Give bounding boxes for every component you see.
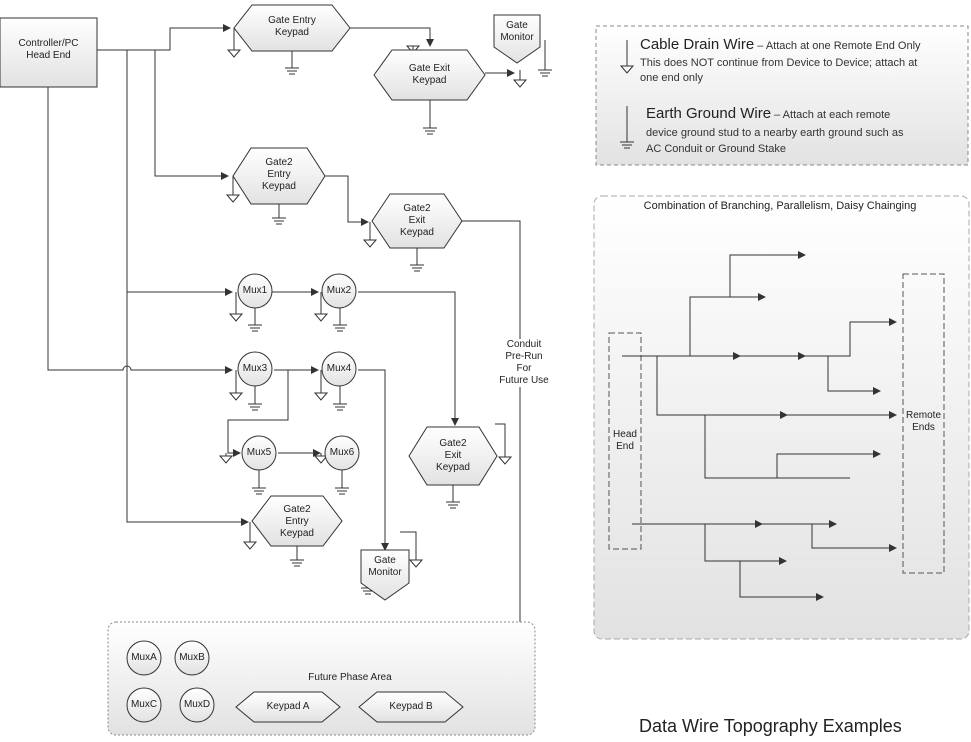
wire-gate-entry-to-exit — [350, 27, 434, 47]
earth-ground-icon — [335, 469, 349, 495]
drain-ground-icon — [495, 423, 513, 465]
keypad-b-shape — [358, 691, 464, 723]
mux3-shape — [237, 351, 273, 387]
gate-exit-keypad-label: Gate Exit Keypad — [408, 63, 451, 86]
muxc-label: MuxC — [130, 699, 158, 710]
drain-ground-icon — [228, 370, 244, 401]
page-title: Data Wire Topography Examples — [639, 716, 902, 736]
gate2-entry-keypad-bottom-label: Gate2 Entry Keypad — [280, 504, 314, 539]
wire-head-branch-gate2 — [154, 50, 229, 180]
combo-title: Combination of Branching, Parallelism, D… — [643, 200, 917, 212]
legend-earth-inline: – Attach at each remote — [771, 109, 891, 121]
legend-drain-line: Cable Drain Wire – Attach at one Remote … — [640, 36, 970, 54]
muxa-shape — [126, 640, 162, 676]
legend-earth-line: Earth Ground Wire – Attach at each remot… — [646, 105, 966, 123]
wire-head-to-mux3 — [47, 87, 233, 374]
gate2-exit-keypad-top-shape — [371, 193, 463, 249]
gate-monitor-top-label: Gate Monitor — [500, 20, 534, 43]
gate2-entry-keypad-bottom-shape — [251, 495, 343, 547]
earth-ground-icon — [446, 485, 460, 509]
gate-monitor-bottom-label: Gate Monitor — [368, 555, 402, 578]
wire-head-to-gate-entry — [97, 24, 231, 51]
earth-ground-icon — [285, 40, 299, 75]
legend-drain-icon — [619, 40, 635, 74]
gate2-exit-keypad-mid-label: Gate2 Exit Keypad — [436, 438, 470, 473]
earth-ground-icon — [410, 240, 424, 272]
wire-mux2-to-gate2-exit — [358, 291, 459, 426]
wire-head-branch-gate2-entry-bottom — [126, 292, 249, 526]
gate-monitor-top-shape — [493, 14, 541, 64]
muxc-shape — [126, 687, 162, 723]
combo-remote-ends-label: Remote Ends — [905, 410, 941, 433]
legend-box — [595, 25, 969, 166]
mux1-shape — [237, 273, 273, 309]
muxd-label: MuxD — [183, 699, 211, 710]
combo-wires — [622, 251, 897, 601]
drain-ground-icon — [226, 28, 242, 58]
keypad-b-label: Keypad B — [389, 701, 433, 712]
head-end-label: Controller/PC Head End — [18, 38, 79, 61]
combo-remote-ends-box — [902, 273, 945, 574]
drain-ground-icon — [242, 522, 258, 550]
keypad-a-shape — [235, 691, 341, 723]
earth-ground-icon — [333, 385, 347, 411]
legend-drain-title: Cable Drain Wire — [640, 36, 755, 53]
drain-ground-icon — [400, 531, 424, 568]
gate-exit-keypad-shape — [373, 49, 486, 101]
gate-monitor-bottom-shape — [360, 549, 410, 601]
muxa-label: MuxA — [131, 652, 157, 663]
drain-ground-icon — [313, 370, 329, 401]
head-end-box — [0, 17, 98, 88]
wire-gate2-entry-to-exit — [325, 175, 369, 226]
drain-ground-icon — [313, 453, 329, 464]
mux5-shape — [241, 435, 277, 471]
wire-head-branch-mux1 — [126, 50, 233, 296]
gate-entry-keypad-label: Gate Entry Keypad — [268, 15, 316, 38]
mux2-label: Mux2 — [326, 285, 352, 296]
mux4-label: Mux4 — [326, 363, 352, 374]
mux6-shape — [324, 435, 360, 471]
drain-ground-icon — [362, 222, 378, 248]
drain-ground-icon — [218, 453, 234, 464]
earth-ground-icon — [248, 385, 262, 411]
combo-head-end-box — [608, 332, 642, 550]
legend-earth-icon — [620, 106, 634, 149]
mux1-label: Mux1 — [242, 285, 268, 296]
mux5-label: Mux5 — [246, 447, 272, 458]
gate2-exit-keypad-mid-shape — [408, 426, 498, 486]
drain-ground-icon — [225, 176, 241, 203]
future-phase-title: Future Phase Area — [308, 672, 392, 683]
earth-ground-icon — [248, 307, 262, 332]
muxb-label: MuxB — [179, 652, 205, 663]
muxb-shape — [174, 640, 210, 676]
keypad-a-label: Keypad A — [266, 701, 310, 712]
earth-ground-icon — [538, 40, 552, 77]
wire-mux4-to-monitor — [358, 369, 389, 551]
legend-earth-desc: device ground stud to a nearby earth gro… — [646, 127, 904, 155]
legend-drain-inline: – Attach at one Remote End Only — [754, 40, 921, 52]
earth-ground-icon — [333, 307, 347, 332]
gate2-exit-keypad-top-label: Gate2 Exit Keypad — [400, 203, 434, 238]
gate2-entry-keypad-top-shape — [232, 147, 326, 205]
wire-mux3-to-mux5 — [227, 369, 289, 457]
mux4-shape — [321, 351, 357, 387]
gate-entry-keypad-shape — [233, 4, 351, 52]
earth-ground-icon — [272, 196, 286, 225]
mux2-shape — [321, 273, 357, 309]
drain-ground-icon — [313, 292, 329, 322]
gate2-entry-keypad-top-label: Gate2 Entry Keypad — [262, 157, 296, 192]
legend-earth-title: Earth Ground Wire — [646, 105, 772, 122]
mux3-label: Mux3 — [242, 363, 268, 374]
earth-ground-icon — [423, 100, 437, 135]
legend-drain-desc: This does NOT continue from Device to De… — [640, 57, 918, 84]
mux6-label: Mux6 — [329, 447, 355, 458]
earth-ground-icon — [290, 540, 304, 567]
muxd-shape — [179, 687, 215, 723]
conduit-label: Conduit Pre-Run For Future Use — [492, 339, 556, 387]
combo-head-end-label: Head End — [613, 429, 637, 452]
earth-ground-icon — [252, 469, 266, 495]
drain-ground-icon — [228, 292, 244, 322]
drain-ground-icon — [512, 70, 528, 88]
